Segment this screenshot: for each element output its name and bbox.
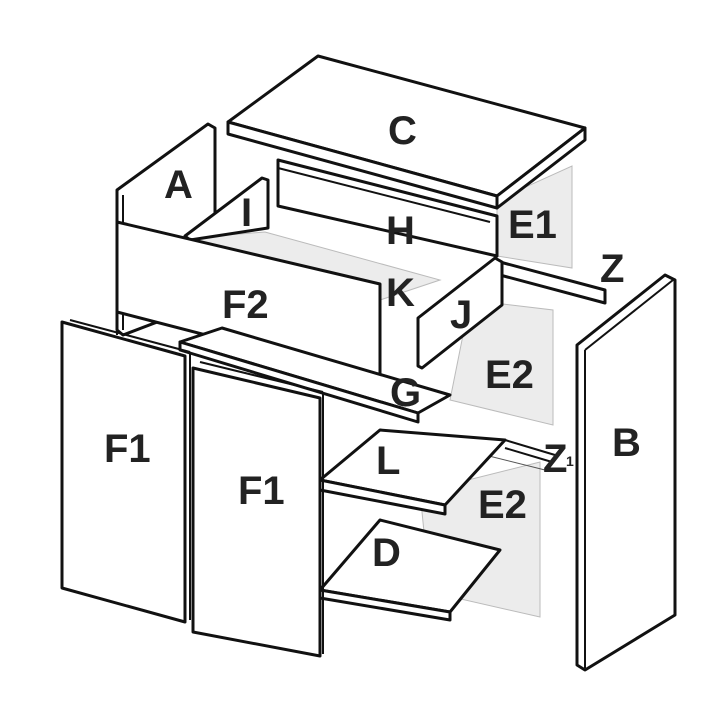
panel-f1-left: [60, 320, 187, 624]
label-f1-left: F1: [104, 427, 151, 471]
rail-z-top: [498, 260, 607, 305]
label-z-lower: Z: [543, 437, 567, 481]
label-z-lower-sub: 1: [566, 453, 574, 469]
label-e2-lower: E2: [478, 483, 527, 527]
label-c: C: [388, 109, 417, 153]
label-l: L: [376, 439, 400, 483]
label-j: J: [450, 293, 472, 337]
label-a: A: [164, 163, 193, 207]
panel-e2-upper: [449, 299, 554, 426]
label-k: K: [386, 271, 415, 315]
rail-z-lower: [504, 439, 556, 456]
label-i: I: [241, 191, 252, 235]
panel-h: [276, 158, 499, 258]
label-b: B: [612, 421, 641, 465]
label-e2-upper: E2: [485, 353, 534, 397]
label-z-top: Z: [600, 247, 624, 291]
panel-c-side: [495, 126, 587, 210]
label-f1-right: F1: [238, 469, 285, 513]
panel-j: [416, 256, 504, 370]
panel-f1-right: [191, 366, 322, 658]
label-e1: E1: [508, 203, 557, 247]
label-d: D: [372, 531, 401, 575]
label-g: G: [390, 371, 421, 415]
label-h: H: [386, 209, 415, 253]
label-f2: F2: [222, 283, 269, 327]
panel-b: [575, 273, 677, 672]
panel-g-edge: [178, 340, 420, 424]
